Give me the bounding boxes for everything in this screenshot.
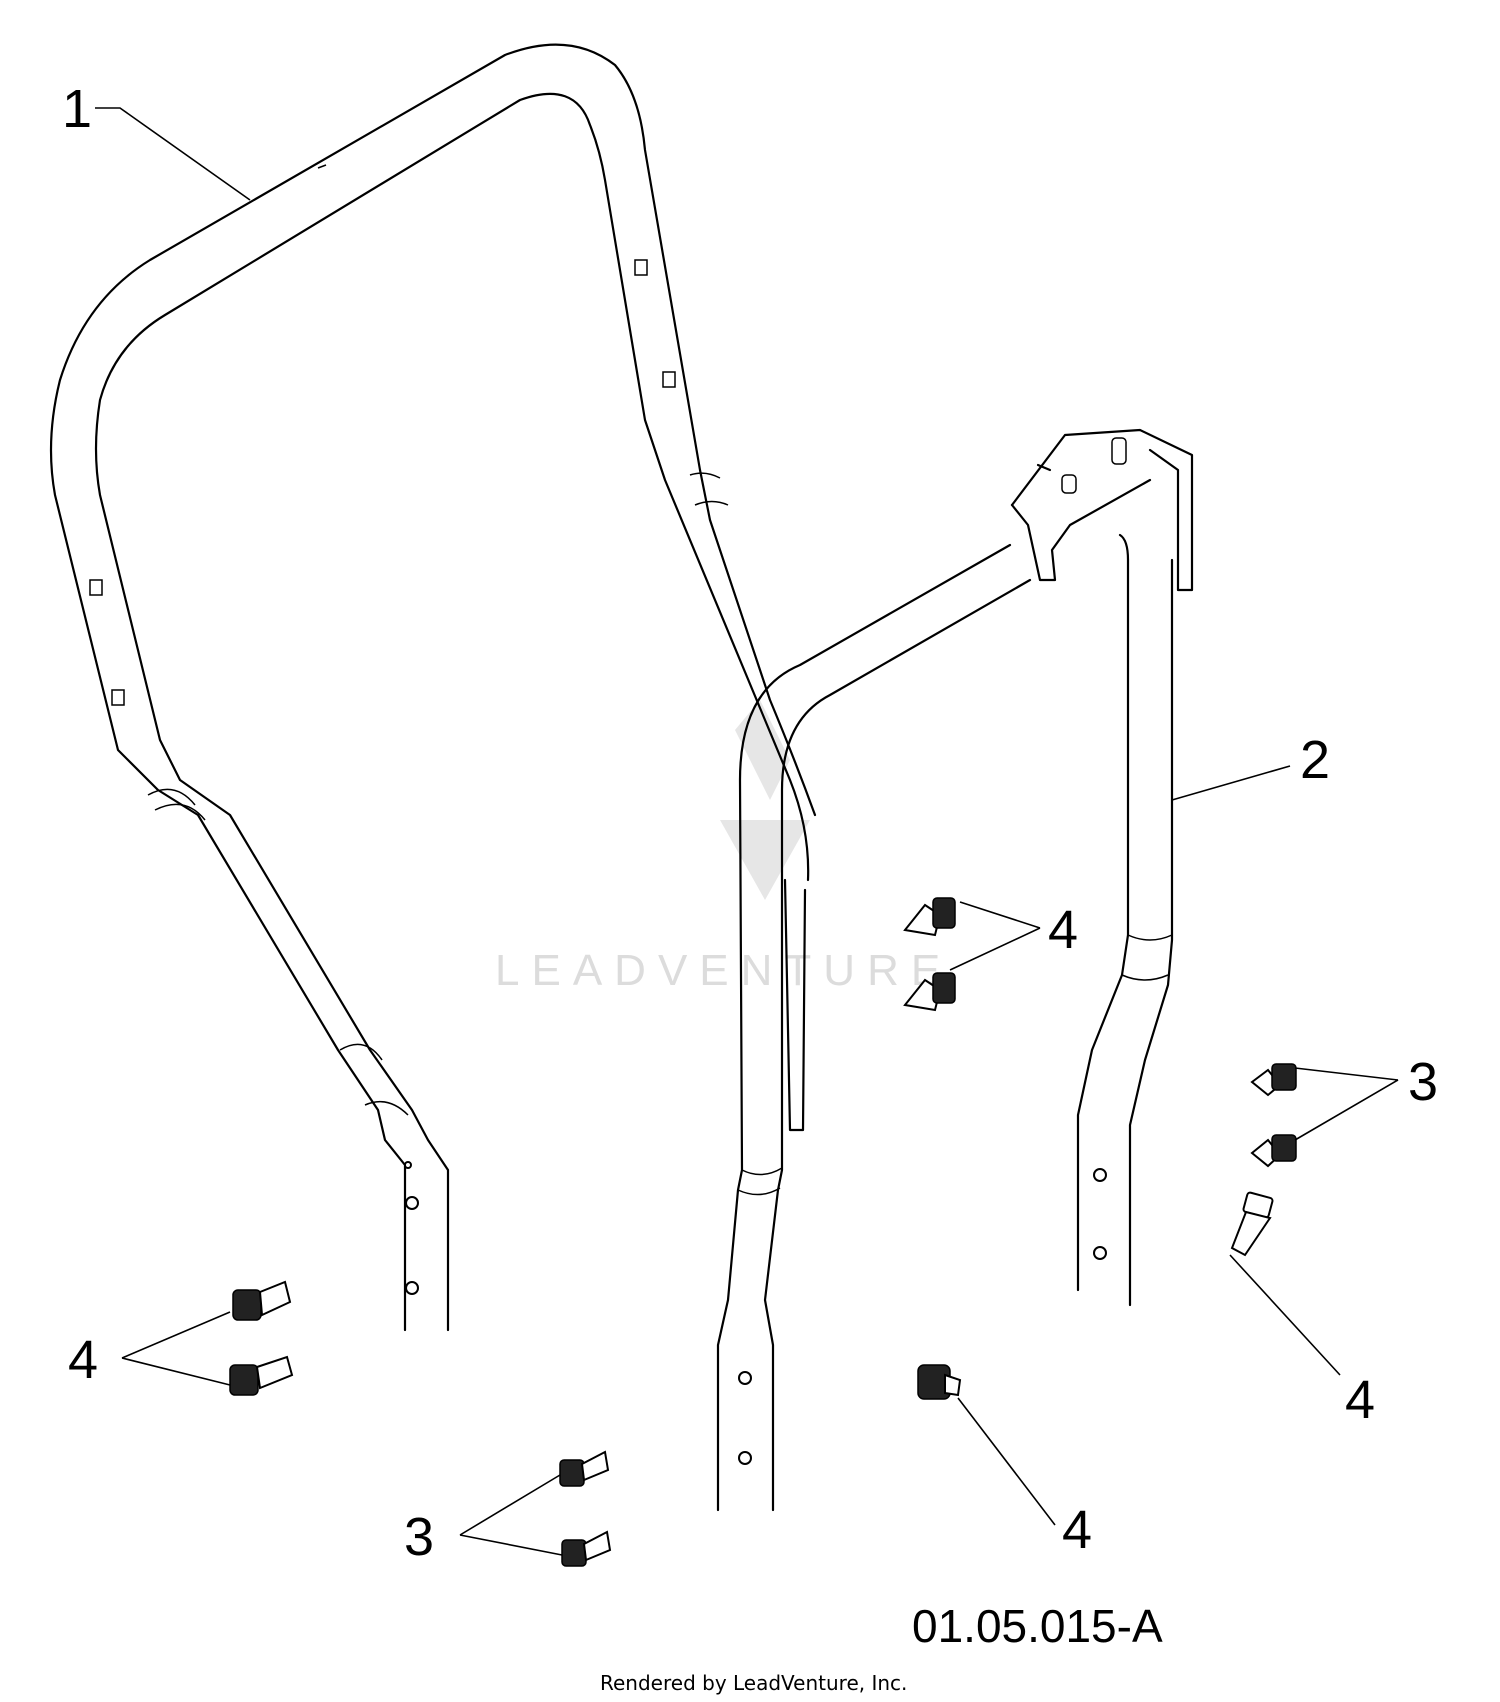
bolt-bottom-middle bbox=[917, 1364, 962, 1400]
diagram-reference-code: 01.05.015-A bbox=[912, 1600, 1163, 1652]
callout-part-3-bottom: 3 bbox=[404, 1507, 434, 1567]
bolt-right-angled bbox=[1230, 1191, 1274, 1257]
bolt-middle-lower bbox=[903, 972, 956, 1012]
callout-part-1: 1 bbox=[62, 79, 92, 139]
bolt-bottom-upper bbox=[559, 1450, 610, 1487]
render-credit: Rendered by LeadVenture, Inc. bbox=[600, 1671, 907, 1695]
bolt-left-lower bbox=[229, 1355, 294, 1396]
bolt-middle-upper bbox=[903, 897, 956, 937]
callout-part-2: 2 bbox=[1300, 730, 1330, 790]
callout-part-3-right: 3 bbox=[1408, 1052, 1438, 1112]
bolt-left-upper bbox=[232, 1280, 292, 1321]
upper-tube-frame bbox=[49, 43, 817, 1332]
callout-part-4-middle: 4 bbox=[1048, 900, 1078, 960]
bolt-bottom-lower bbox=[561, 1530, 612, 1567]
leader-lines bbox=[95, 107, 1399, 1556]
watermark-text: LEADVENTURE bbox=[495, 946, 952, 995]
lower-tube-frame bbox=[716, 428, 1194, 1512]
bolt-right-lower bbox=[1250, 1134, 1297, 1168]
callout-part-4-bottom: 4 bbox=[1062, 1500, 1092, 1560]
callout-part-4-right: 4 bbox=[1345, 1370, 1375, 1430]
bolt-right-upper bbox=[1250, 1063, 1297, 1097]
watermark: LEADVENTURE bbox=[495, 700, 952, 995]
fastener-group bbox=[229, 897, 1297, 1567]
callout-part-4-left: 4 bbox=[68, 1330, 98, 1390]
